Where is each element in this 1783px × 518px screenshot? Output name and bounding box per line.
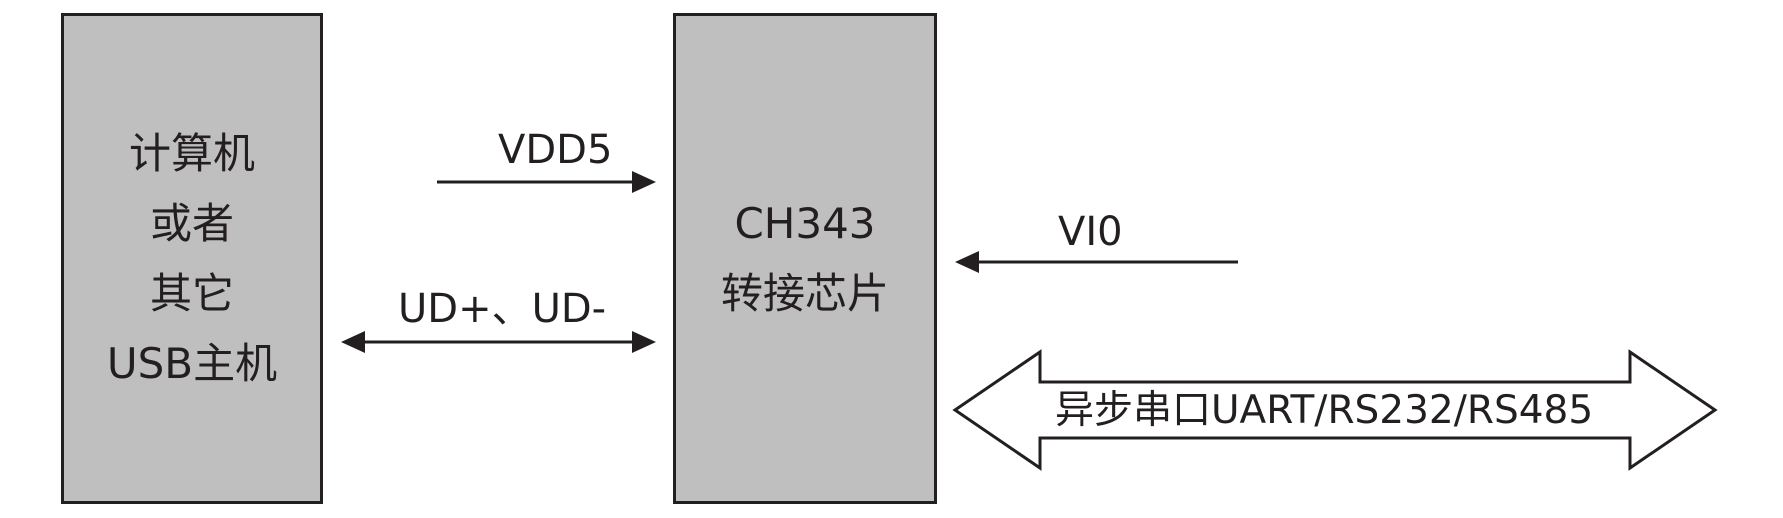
vdd5-arrow (437, 171, 656, 193)
uart-bidirectional-arrow (952, 349, 1718, 471)
host-block-line: 或者 (149, 198, 234, 248)
ch343-chip-block: CH343 转接芯片 (673, 13, 937, 504)
vio-arrow (955, 251, 1238, 273)
vdd5-label: VDD5 (498, 127, 613, 173)
usb-host-block: 计算机 或者 其它 USB主机 (61, 13, 323, 504)
uart-label: 异步串口UART/RS232/RS485 (1055, 388, 1594, 433)
host-block-line: 计算机 (128, 128, 255, 178)
vio-label: VI0 (1058, 209, 1123, 255)
host-block-line: USB主机 (106, 338, 278, 388)
chip-block-line: CH343 (734, 198, 876, 248)
ud-bidirectional-arrow (341, 331, 656, 353)
ud-label: UD+、UD- (398, 286, 607, 332)
host-block-line: 其它 (149, 268, 234, 318)
chip-block-line: 转接芯片 (720, 268, 889, 318)
